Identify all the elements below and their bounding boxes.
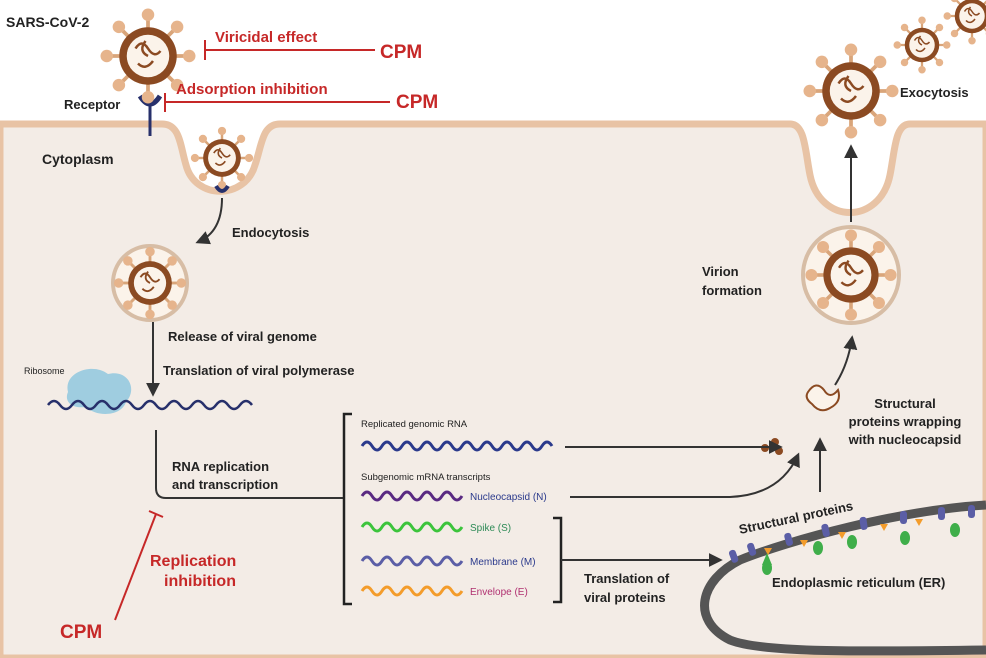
receptor-label: Receptor xyxy=(64,97,120,112)
wrapping-label-1: Structural xyxy=(874,396,935,411)
inhibition-lines xyxy=(114,40,390,621)
spike-label: Spike (S) xyxy=(470,523,511,534)
cpm-replication-label: CPM xyxy=(60,622,102,643)
genomic-rna-label: Replicated genomic RNA xyxy=(361,419,468,430)
rna-replication-label-2: and transcription xyxy=(172,477,278,492)
membrane-wave xyxy=(360,555,464,567)
spike-wave xyxy=(360,521,464,533)
transcripts-bracket xyxy=(342,412,352,606)
nucleocapsid-wave xyxy=(360,490,464,502)
virion-formation-label-2: formation xyxy=(702,283,762,298)
new-virion xyxy=(801,225,901,325)
endosome-virion xyxy=(111,244,189,322)
virion-formation-label-1: Virion xyxy=(702,264,739,279)
wrapping-label-2: proteins wrapping xyxy=(849,414,962,429)
translation-viral-label-2: viral proteins xyxy=(584,590,666,605)
envelope-wave xyxy=(360,585,464,597)
cytoplasm-area xyxy=(0,120,986,658)
er-protein-markers xyxy=(728,505,975,575)
rna-replication-label-1: RNA replication xyxy=(172,459,269,474)
subgenomic-title: Subgenomic mRNA transcripts xyxy=(361,472,491,483)
mrna-strand xyxy=(47,399,253,411)
receptor xyxy=(137,94,163,136)
cytoplasm-label: Cytoplasm xyxy=(42,151,114,167)
membrane-label: Membrane (M) xyxy=(470,557,536,568)
exocytosis-label: Exocytosis xyxy=(900,85,969,100)
cpm-viricidal-label: CPM xyxy=(380,42,422,63)
replication-inhibition-label-2: inhibition xyxy=(164,573,236,590)
wrapping-label-3: with nucleocapsid xyxy=(848,432,962,447)
viricidal-effect-label: Viricidal effect xyxy=(215,29,317,46)
er-label: Endoplasmic reticulum (ER) xyxy=(772,575,945,590)
exocytosed-virion xyxy=(801,41,901,141)
endocytosis-label: Endocytosis xyxy=(232,225,309,240)
nucleocapsid-label: Nucleocapsid (N) xyxy=(470,492,547,503)
virus-label: SARS-CoV-2 xyxy=(6,14,89,30)
release-label: Release of viral genome xyxy=(168,329,317,344)
genomic-rna-wave xyxy=(360,440,554,452)
adsorption-inhibition-label: Adsorption inhibition xyxy=(176,81,328,98)
cpm-adsorption-label: CPM xyxy=(396,92,438,113)
translation-polymerase-label: Translation of viral polymerase xyxy=(163,363,354,378)
flow-arrows xyxy=(146,144,858,567)
endocytosing-virion xyxy=(189,125,255,191)
replication-inhibition-label-1: Replication xyxy=(150,553,236,570)
released-virion xyxy=(892,15,952,75)
ribosome-label: Ribosome xyxy=(24,366,65,376)
endoplasmic-reticulum xyxy=(700,500,986,656)
envelope-label: Envelope (E) xyxy=(470,587,528,598)
translation-viral-label-1: Translation of xyxy=(584,571,670,586)
released-virion-edge xyxy=(942,0,986,46)
